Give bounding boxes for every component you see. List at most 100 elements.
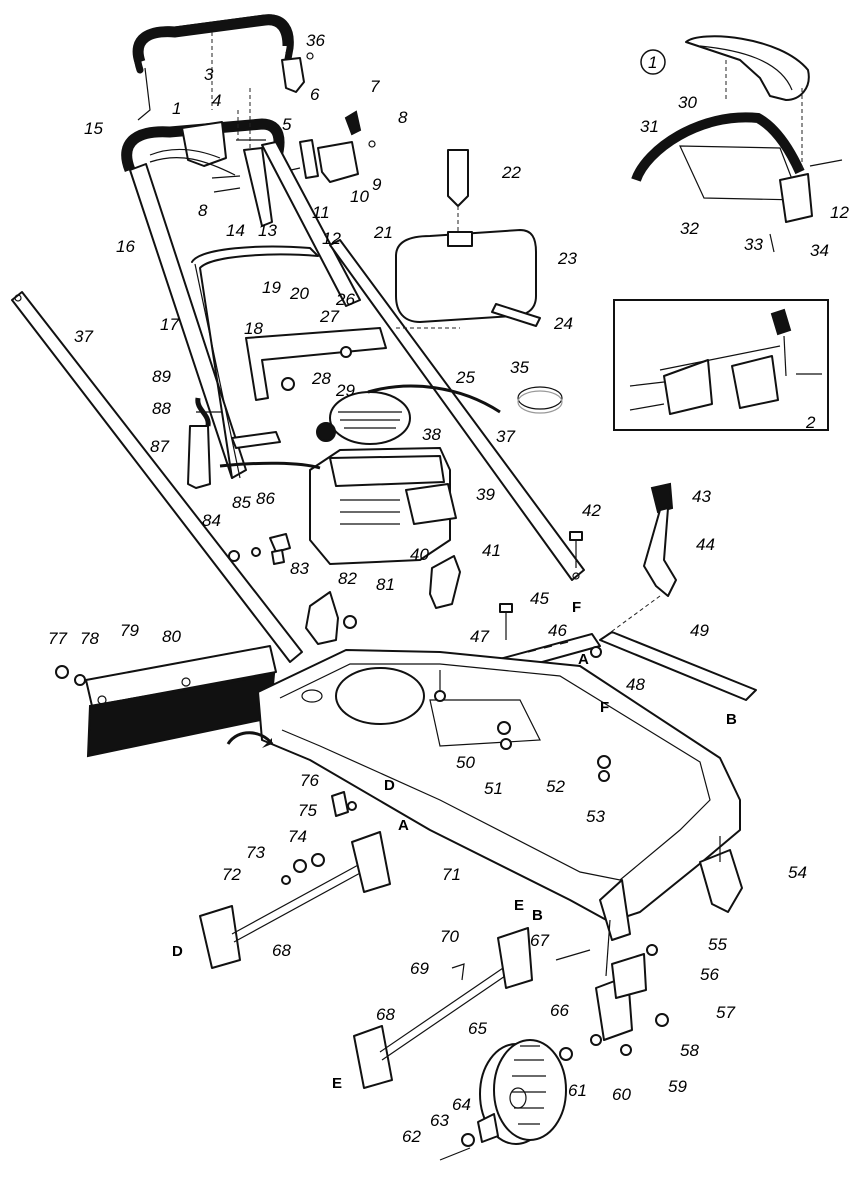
height-lever bbox=[599, 482, 677, 641]
label-p1: 1 bbox=[172, 99, 181, 118]
label-p79: 79 bbox=[120, 621, 139, 640]
cable-bracket bbox=[281, 52, 314, 93]
label-p11: 11 bbox=[312, 203, 330, 222]
label-i1: 1 bbox=[648, 53, 657, 72]
label-p9: 9 bbox=[372, 175, 382, 194]
label-p67: 67 bbox=[530, 931, 549, 950]
label-lB2: B bbox=[532, 907, 543, 924]
label-p3: 3 bbox=[204, 65, 214, 84]
label-p69: 69 bbox=[410, 959, 429, 978]
label-p51: 51 bbox=[484, 779, 503, 798]
inset-number-labels: 12 bbox=[640, 49, 816, 432]
label-p48: 48 bbox=[626, 675, 645, 694]
bracket-54 bbox=[699, 836, 743, 913]
label-p77: 77 bbox=[48, 629, 67, 648]
label-p71: 71 bbox=[442, 865, 461, 884]
label-p38: 38 bbox=[422, 425, 441, 444]
label-p18: 18 bbox=[244, 319, 263, 338]
label-p83: 83 bbox=[290, 559, 309, 578]
label-p52: 52 bbox=[546, 777, 565, 796]
label-lD1: D bbox=[384, 777, 395, 794]
label-p89: 89 bbox=[152, 367, 171, 386]
inset-control-box bbox=[613, 299, 829, 431]
label-p49: 49 bbox=[690, 621, 709, 640]
label-p5: 5 bbox=[282, 115, 292, 134]
label-p64: 64 bbox=[452, 1095, 471, 1114]
lower-handle-top bbox=[121, 118, 285, 176]
label-p32: 32 bbox=[680, 219, 699, 238]
throttle-cable bbox=[219, 384, 501, 470]
label-lE2: E bbox=[332, 1075, 342, 1092]
label-p81: 81 bbox=[376, 575, 395, 594]
label-p56: 56 bbox=[700, 965, 719, 984]
label-lE1: E bbox=[514, 897, 524, 914]
bracket-41 bbox=[429, 531, 583, 640]
label-p14: 14 bbox=[226, 221, 245, 240]
label-p44: 44 bbox=[696, 535, 715, 554]
label-p10: 10 bbox=[350, 187, 369, 206]
label-p68b: 68 bbox=[376, 1005, 395, 1024]
brace-rod-right bbox=[329, 239, 585, 581]
label-p58: 58 bbox=[680, 1041, 699, 1060]
label-p70: 70 bbox=[440, 927, 459, 946]
deck-frame bbox=[257, 649, 741, 941]
label-p84: 84 bbox=[202, 511, 221, 530]
label-p86: 86 bbox=[256, 489, 275, 508]
air-filter bbox=[517, 386, 563, 414]
label-p87: 87 bbox=[150, 437, 169, 456]
label-p82: 82 bbox=[338, 569, 357, 588]
label-p31: 31 bbox=[640, 117, 659, 136]
axle-rear bbox=[353, 927, 533, 1089]
axle-front bbox=[199, 831, 391, 969]
label-p85: 85 bbox=[232, 493, 251, 512]
label-p25: 25 bbox=[455, 368, 475, 387]
label-p55: 55 bbox=[708, 935, 727, 954]
label-p7: 7 bbox=[370, 77, 380, 96]
label-p15: 15 bbox=[84, 119, 103, 138]
label-p29: 29 bbox=[335, 381, 355, 400]
fuel-tank bbox=[395, 149, 541, 329]
label-p8a: 8 bbox=[398, 108, 408, 127]
fittings bbox=[228, 533, 357, 645]
rear-deflector bbox=[55, 645, 277, 758]
label-p46: 46 bbox=[548, 621, 567, 640]
label-p74: 74 bbox=[288, 827, 307, 846]
label-p41: 41 bbox=[482, 541, 501, 560]
label-p59: 59 bbox=[668, 1077, 687, 1096]
handle-lower-rails bbox=[129, 141, 361, 479]
label-p57: 57 bbox=[716, 1003, 735, 1022]
axle-bar-49 bbox=[590, 631, 757, 701]
label-lA2: A bbox=[398, 817, 409, 834]
label-p12a: 12 bbox=[322, 229, 341, 248]
label-p4: 4 bbox=[212, 91, 221, 110]
label-p37a: 37 bbox=[74, 327, 93, 346]
inset-1-circle bbox=[640, 49, 666, 75]
install-arrow bbox=[226, 731, 274, 748]
wheel-bracket bbox=[555, 919, 669, 1061]
fuel-filter bbox=[187, 397, 222, 489]
label-p66: 66 bbox=[550, 1001, 569, 1020]
label-p78: 78 bbox=[80, 629, 99, 648]
label-p68a: 68 bbox=[272, 941, 291, 960]
label-p47: 47 bbox=[470, 627, 489, 646]
label-i2: 2 bbox=[805, 413, 816, 432]
rear-wheel bbox=[439, 1039, 567, 1161]
label-p27: 27 bbox=[319, 307, 339, 326]
label-p53: 53 bbox=[586, 807, 605, 826]
label-lF1: F bbox=[572, 599, 581, 616]
engine-bracket bbox=[245, 327, 387, 401]
label-p50: 50 bbox=[456, 753, 475, 772]
label-p28: 28 bbox=[311, 369, 331, 388]
engine bbox=[309, 391, 457, 565]
label-p45: 45 bbox=[530, 589, 549, 608]
label-p23: 23 bbox=[557, 249, 577, 268]
label-p63: 63 bbox=[430, 1111, 449, 1130]
control-linkage bbox=[211, 88, 376, 227]
label-p34: 34 bbox=[810, 241, 829, 260]
label-p30: 30 bbox=[678, 93, 697, 112]
label-p40: 40 bbox=[410, 545, 429, 564]
label-p80: 80 bbox=[162, 627, 181, 646]
label-p61: 61 bbox=[568, 1081, 587, 1100]
